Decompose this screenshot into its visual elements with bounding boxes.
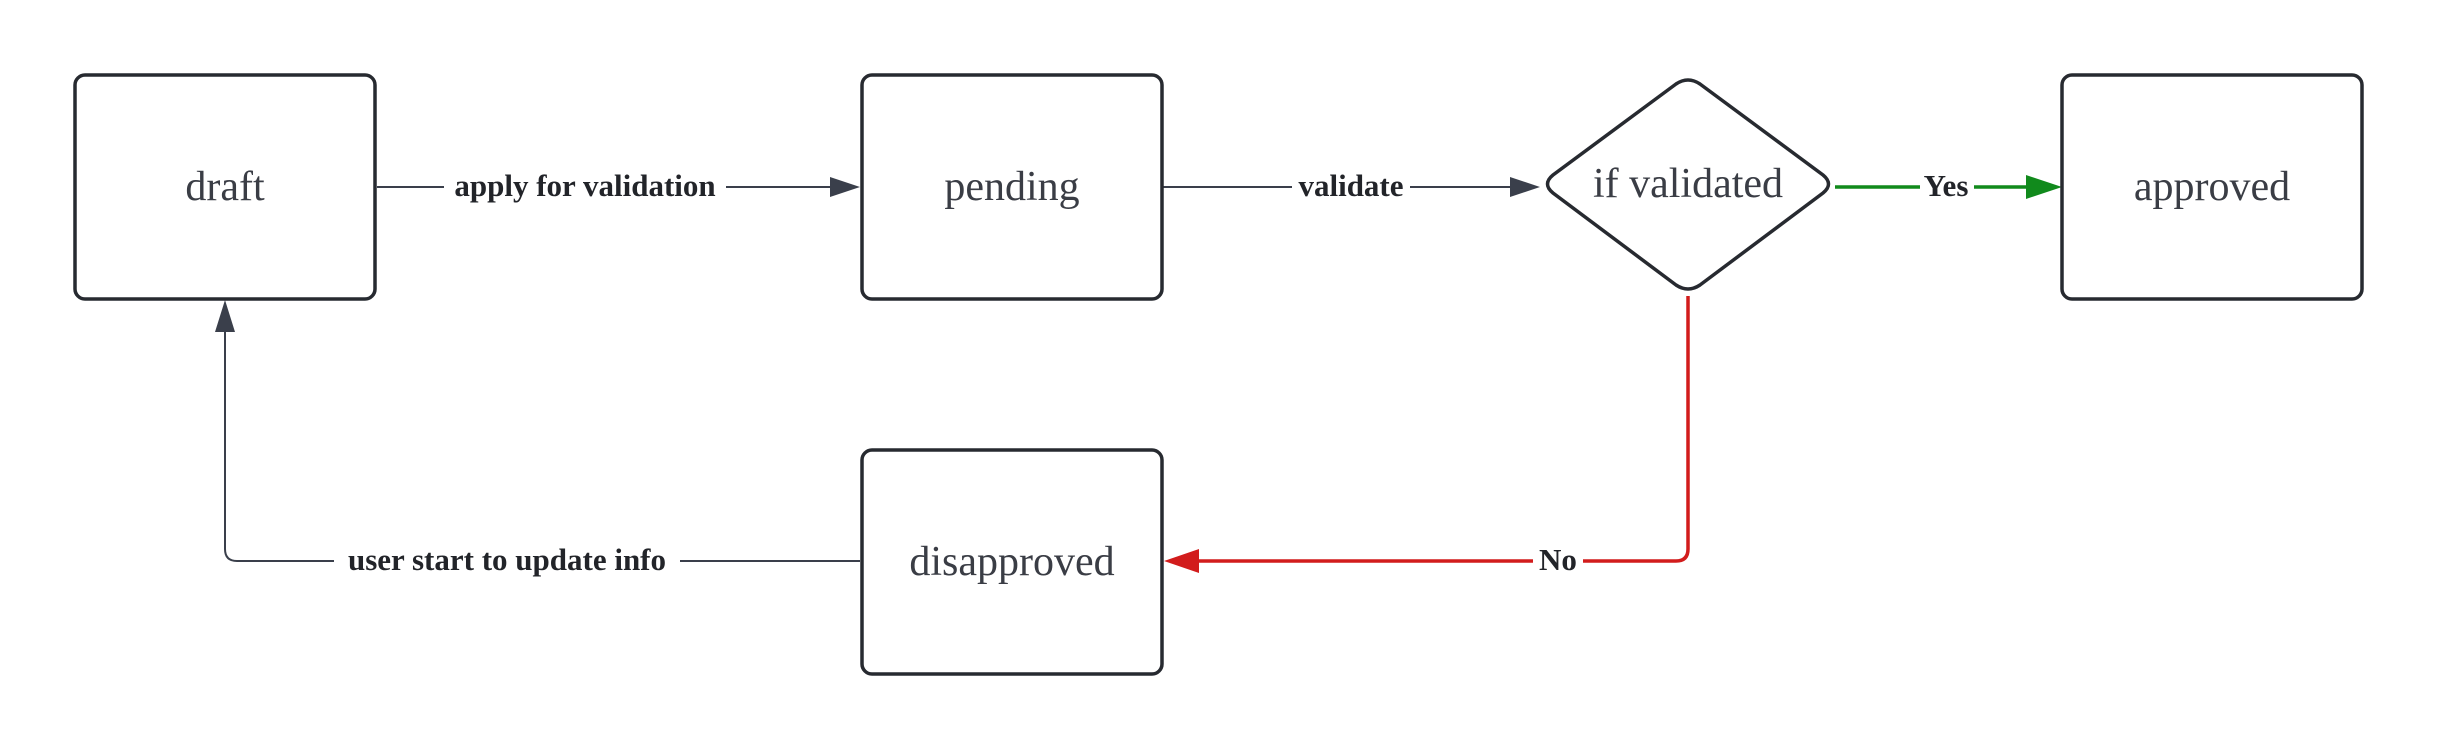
node-label-approved: approved	[2134, 164, 2290, 210]
node-box	[860, 73, 1164, 301]
node-approved: approved	[2060, 73, 2364, 301]
node-label-draft: draft	[185, 164, 265, 210]
node-label-pending: pending	[944, 164, 1079, 210]
node-draft: draft	[73, 73, 377, 301]
edge-user-update: user start to update info	[215, 300, 860, 579]
edge-validate: validate	[1163, 165, 1540, 205]
decision-diamond	[1545, 78, 1831, 291]
arrowhead-icon	[1164, 549, 1199, 573]
arrowhead-icon	[830, 177, 860, 197]
node-box	[73, 73, 377, 301]
arrowhead-icon	[1510, 177, 1540, 197]
edge-no: No	[1164, 296, 1690, 579]
edge-yes: Yes	[1835, 165, 2062, 205]
node-decision: if validated	[1545, 78, 1831, 291]
node-label-decision: if validated	[1593, 161, 1783, 207]
node-box	[2060, 73, 2364, 301]
edge-label-apply: apply for validation	[454, 168, 715, 203]
node-disapproved: disapproved	[860, 448, 1164, 676]
label-background	[1533, 539, 1583, 579]
node-pending: pending	[860, 73, 1164, 301]
label-background	[334, 539, 680, 579]
arrowhead-icon	[215, 300, 235, 332]
edge-label-validate: validate	[1298, 168, 1403, 203]
edge-label-update: user start to update info	[348, 542, 666, 577]
label-background	[444, 165, 726, 205]
node-label-disapproved: disapproved	[909, 539, 1114, 585]
edge-line	[1194, 296, 1690, 563]
node-box	[860, 448, 1164, 676]
edge-label-no: No	[1539, 542, 1577, 577]
edge-apply-for-validation: apply for validation	[377, 165, 860, 205]
label-background	[1292, 165, 1410, 205]
edge-line	[224, 328, 860, 562]
label-background	[1920, 165, 1974, 205]
arrowhead-icon	[2026, 175, 2062, 199]
edge-label-yes: Yes	[1924, 168, 1969, 203]
